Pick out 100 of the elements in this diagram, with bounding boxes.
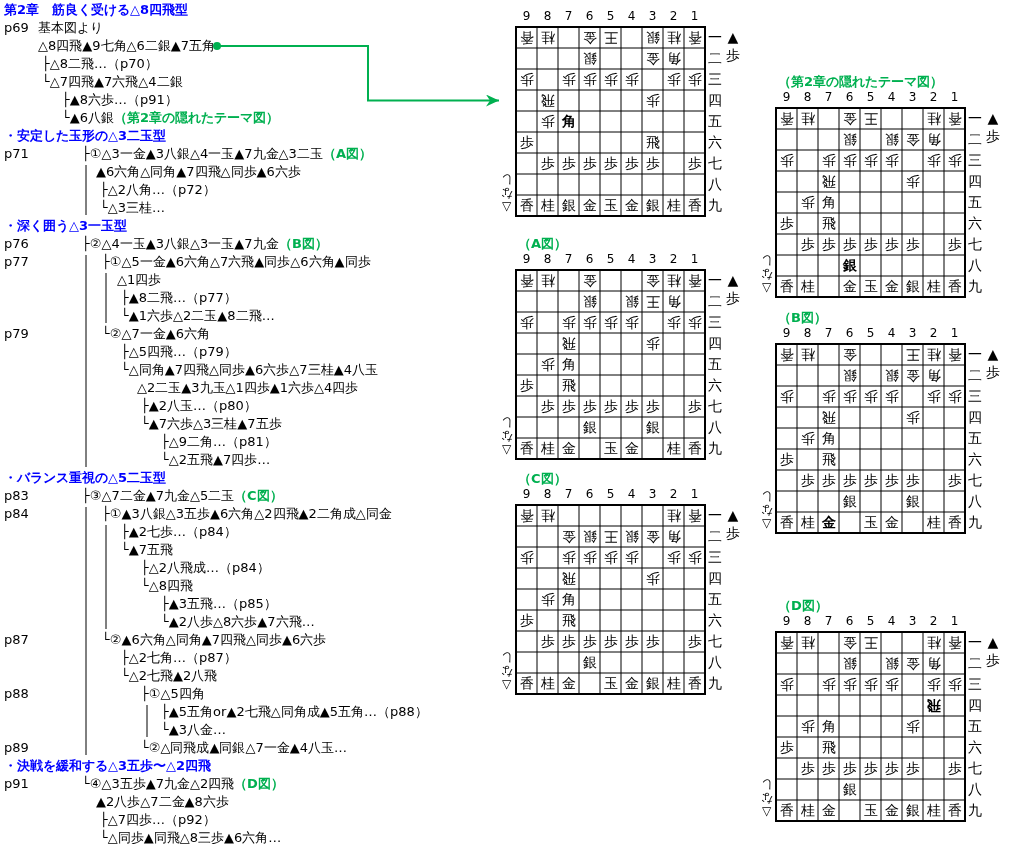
shogi-piece: 銀 bbox=[904, 801, 921, 820]
move-sequence: ├▲5五角or▲2七飛△同角成▲5五角…（p88） bbox=[161, 704, 428, 720]
shogi-piece: 歩 bbox=[518, 71, 535, 90]
page-number: p71 bbox=[4, 146, 29, 162]
shogi-piece: 香 bbox=[946, 634, 963, 653]
shogi-piece: 金 bbox=[623, 196, 640, 215]
shogi-piece: 香 bbox=[946, 110, 963, 129]
shogi-piece: 歩 bbox=[778, 676, 795, 695]
shogi-piece: 歩 bbox=[602, 549, 619, 568]
column-number: 8 bbox=[542, 486, 553, 503]
shogi-piece: 角 bbox=[820, 717, 837, 736]
shogi-piece: 歩 bbox=[778, 450, 795, 469]
shogi-piece: 桂 bbox=[925, 513, 942, 532]
shogi-piece: 金 bbox=[841, 346, 858, 365]
move-sequence: ▲6六角△同角▲7四飛△同歩▲6六歩 bbox=[96, 164, 301, 180]
section-heading: ・決戦を緩和する△3五歩〜△2四飛 bbox=[4, 758, 212, 774]
shogi-piece: 王 bbox=[862, 110, 879, 129]
shogi-board bbox=[500, 10, 742, 217]
page-number: p88 bbox=[4, 686, 29, 702]
move-sequence: └②△7一金▲6六角 bbox=[102, 326, 211, 342]
column-number: 3 bbox=[907, 325, 918, 342]
shogi-piece: 王 bbox=[602, 528, 619, 547]
shogi-piece: 歩 bbox=[820, 388, 837, 407]
shogi-piece: 歩 bbox=[560, 632, 577, 651]
column-number: 6 bbox=[844, 613, 855, 630]
shogi-piece: 歩 bbox=[883, 388, 900, 407]
column-number: 8 bbox=[802, 325, 813, 342]
shogi-piece: 桂 bbox=[539, 272, 556, 291]
move-sequence: ├▲3五飛…（p85） bbox=[161, 596, 277, 612]
diagram-heading: （B図） bbox=[778, 310, 827, 326]
shogi-piece: 歩 bbox=[904, 173, 921, 192]
move-sequence: └②▲6六角△同角▲7四飛△同歩▲6六歩 bbox=[102, 632, 327, 648]
shogi-piece: 玉 bbox=[602, 439, 619, 458]
move-sequence: └④△3五歩▲7九金△2四飛 bbox=[82, 776, 235, 792]
shogi-piece: 歩 bbox=[778, 388, 795, 407]
move-sequence: ├△2八飛成…（p84） bbox=[141, 560, 270, 576]
column-number: 3 bbox=[907, 89, 918, 106]
move-sequence: ├△5四飛…（p79） bbox=[121, 344, 237, 360]
shogi-piece: 歩 bbox=[799, 471, 816, 490]
shogi-piece: 歩 bbox=[778, 214, 795, 233]
move-sequence: └▲3八金… bbox=[161, 722, 227, 738]
row-number: 六 bbox=[967, 214, 983, 233]
diagram-heading: （D図） bbox=[778, 598, 828, 614]
shogi-piece: 金 bbox=[581, 196, 598, 215]
shogi-piece: 桂 bbox=[539, 439, 556, 458]
column-number: 9 bbox=[521, 8, 532, 25]
column-number: 7 bbox=[823, 613, 834, 630]
column-number: 2 bbox=[668, 8, 679, 25]
move-sequence: └▲6八銀 bbox=[62, 110, 115, 126]
column-number: 7 bbox=[563, 486, 574, 503]
row-number: 八 bbox=[967, 492, 983, 511]
row-number: 五 bbox=[967, 429, 983, 448]
column-number: 1 bbox=[949, 89, 960, 106]
shogi-piece: 桂 bbox=[799, 346, 816, 365]
shogi-piece: 歩 bbox=[778, 738, 795, 757]
page-number: p87 bbox=[4, 632, 29, 648]
shogi-piece: 銀 bbox=[841, 131, 858, 150]
shogi-piece: 歩 bbox=[581, 397, 598, 416]
pieces-in-hand: ▲歩 bbox=[725, 28, 741, 64]
column-number: 1 bbox=[949, 325, 960, 342]
column-number: 4 bbox=[626, 486, 637, 503]
shogi-piece: 桂 bbox=[925, 346, 942, 365]
shogi-piece: 歩 bbox=[539, 632, 556, 651]
shogi-piece: 歩 bbox=[925, 676, 942, 695]
row-number: 四 bbox=[707, 334, 723, 353]
shogi-piece: 角 bbox=[560, 112, 577, 131]
shogi-piece: 金 bbox=[841, 277, 858, 296]
shogi-piece: 歩 bbox=[623, 397, 640, 416]
column-number: 9 bbox=[521, 486, 532, 503]
shogi-piece: 歩 bbox=[946, 676, 963, 695]
column-number: 4 bbox=[626, 251, 637, 268]
column-number: 2 bbox=[668, 251, 679, 268]
shogi-piece: 歩 bbox=[581, 314, 598, 333]
shogi-piece: 歩 bbox=[623, 549, 640, 568]
row-number: 七 bbox=[707, 154, 723, 173]
shogi-piece: 歩 bbox=[602, 154, 619, 173]
column-number: 3 bbox=[647, 486, 658, 503]
row-number: 九 bbox=[967, 801, 983, 820]
shogi-piece: 香 bbox=[518, 196, 535, 215]
shogi-piece: 銀 bbox=[581, 653, 598, 672]
shogi-piece: 桂 bbox=[925, 634, 942, 653]
shogi-piece: 歩 bbox=[883, 471, 900, 490]
shogi-piece: 歩 bbox=[686, 71, 703, 90]
shogi-piece: 金 bbox=[623, 674, 640, 693]
shogi-piece: 歩 bbox=[518, 611, 535, 630]
shogi-piece: 香 bbox=[778, 346, 795, 365]
shogi-piece: 歩 bbox=[820, 152, 837, 171]
shogi-piece: 歩 bbox=[560, 71, 577, 90]
shogi-piece: 桂 bbox=[925, 801, 942, 820]
shogi-piece: 金 bbox=[883, 801, 900, 820]
shogi-piece: 歩 bbox=[602, 71, 619, 90]
row-number: 三 bbox=[707, 548, 723, 567]
shogi-piece: 飛 bbox=[820, 173, 837, 192]
shogi-piece: 角 bbox=[925, 131, 942, 150]
shogi-piece: 角 bbox=[560, 355, 577, 374]
row-number: 八 bbox=[707, 653, 723, 672]
move-sequence: └▲2八歩△8六歩▲7六飛… bbox=[161, 614, 315, 630]
shogi-piece: 桂 bbox=[665, 674, 682, 693]
pieces-in-hand: ▲歩 bbox=[725, 506, 741, 542]
row-number: 二 bbox=[967, 654, 983, 673]
